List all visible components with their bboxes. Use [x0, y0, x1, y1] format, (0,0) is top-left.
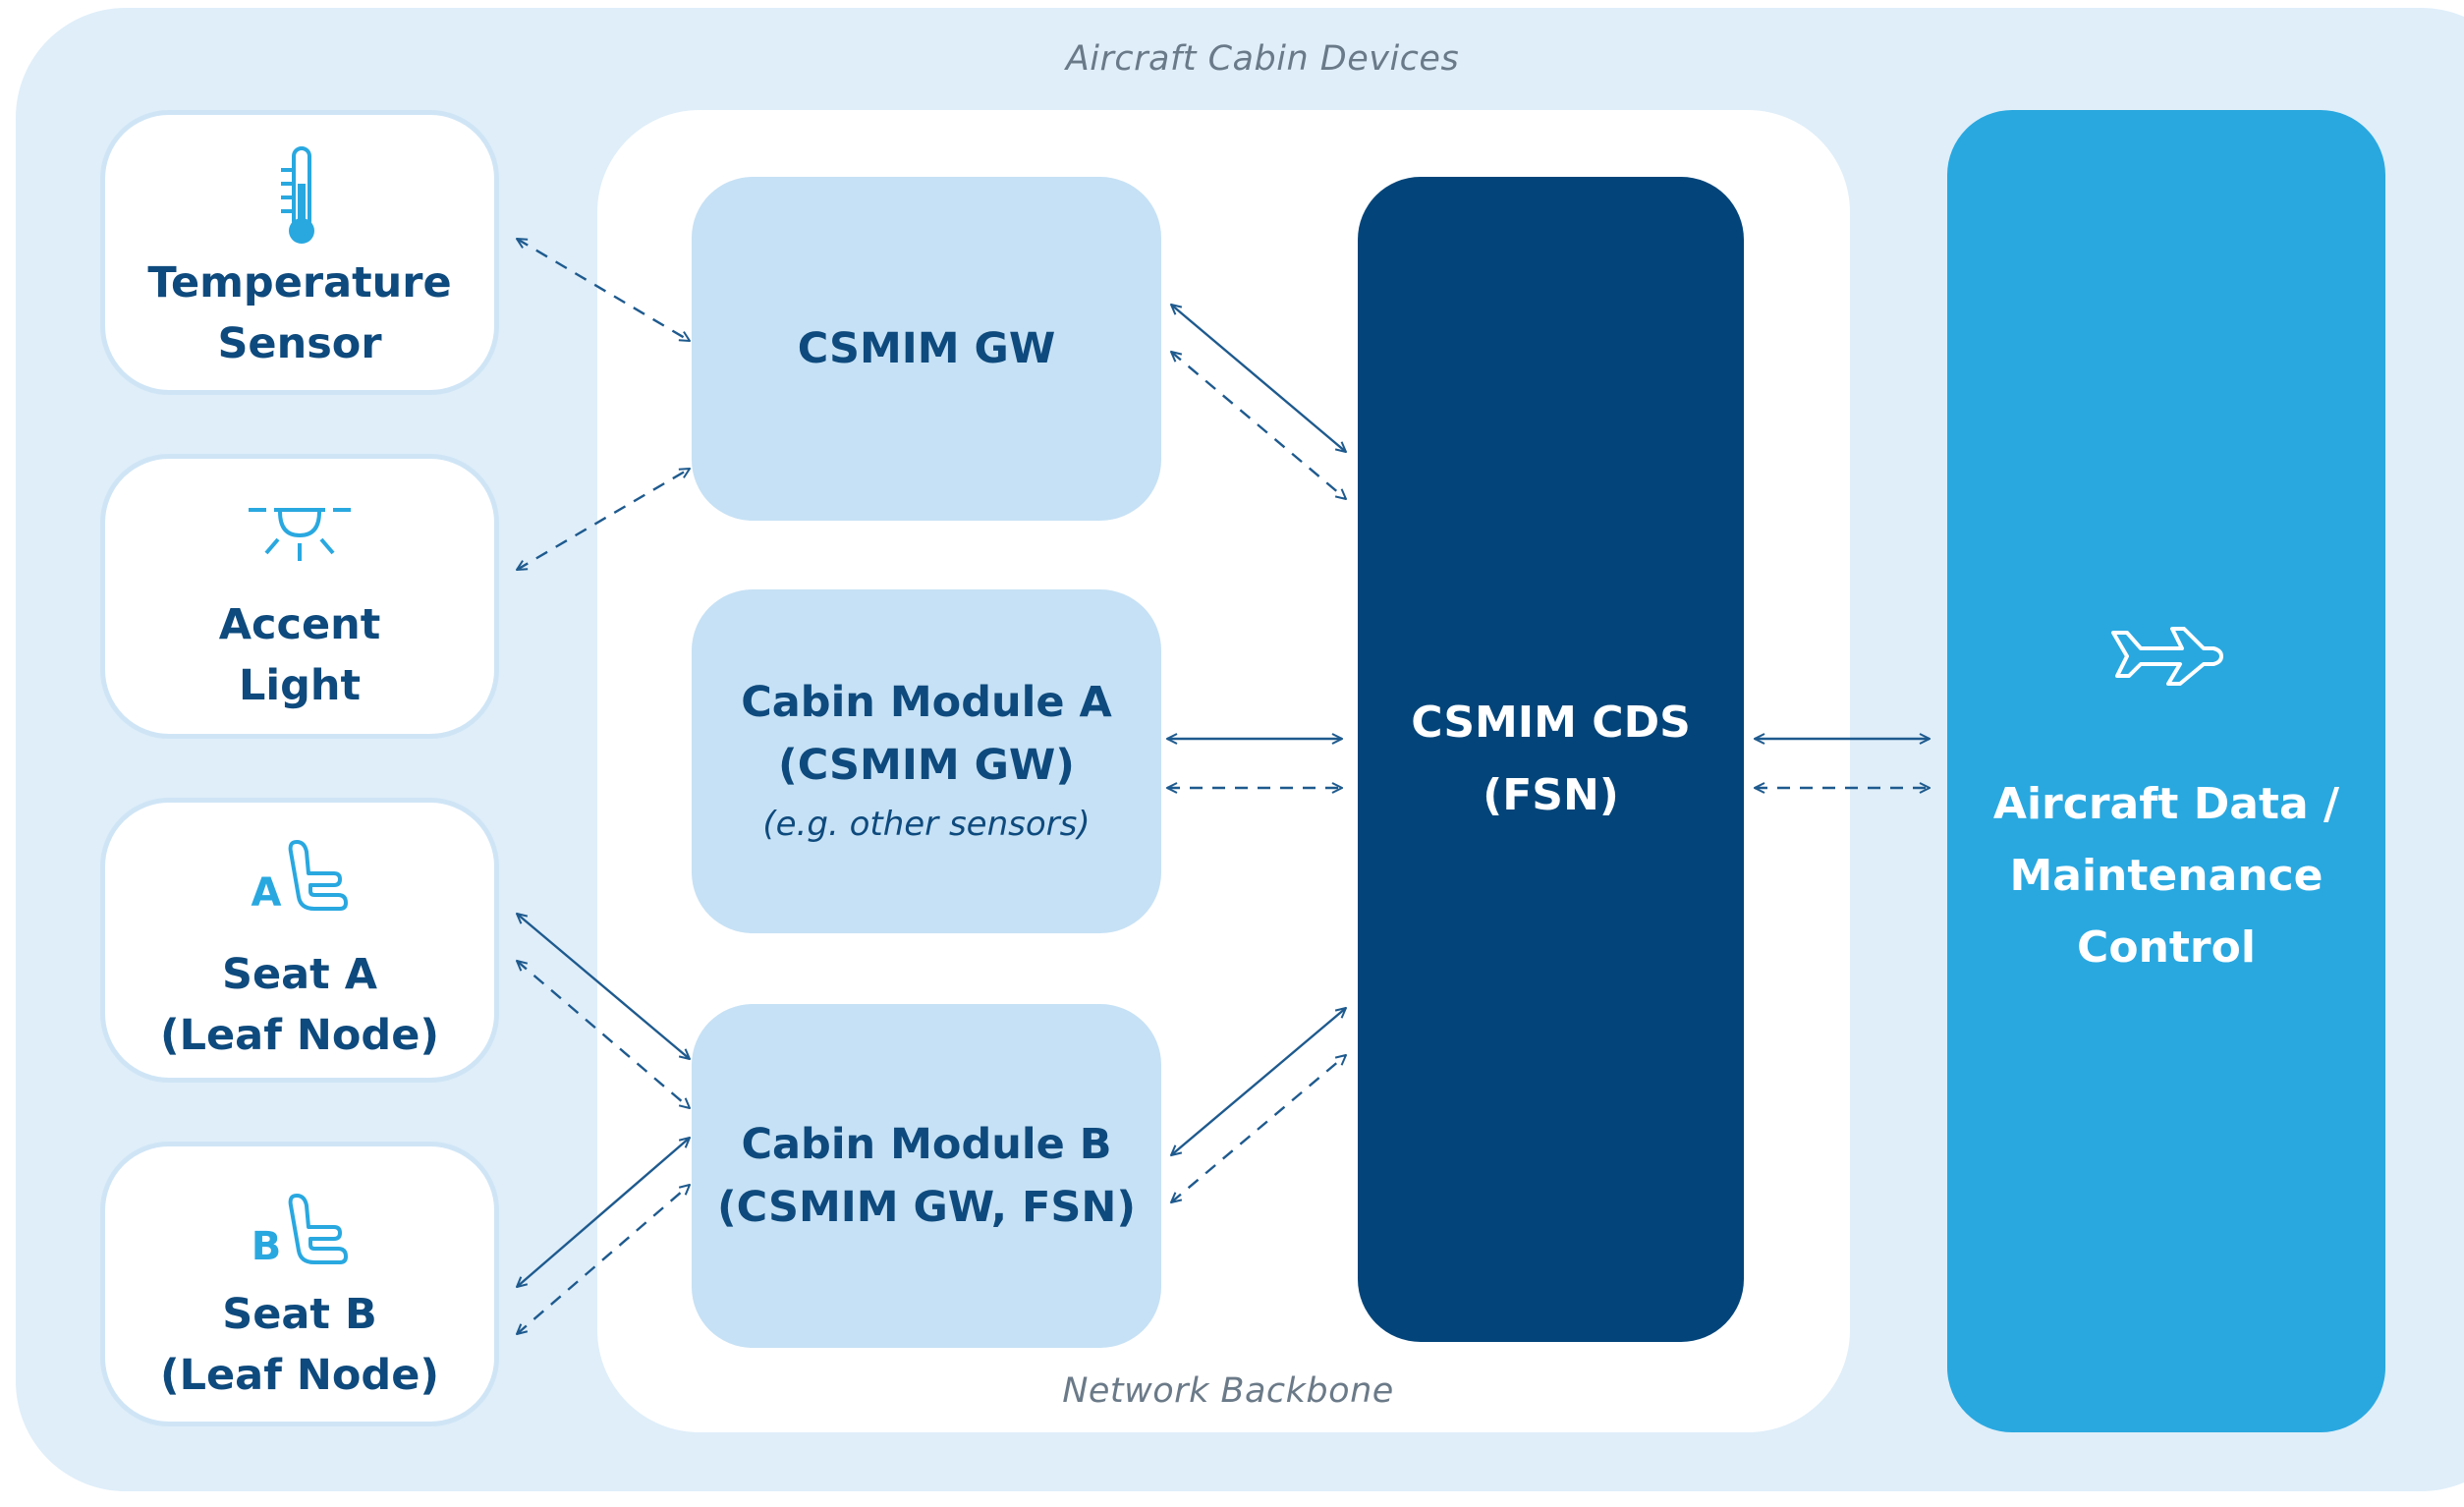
seat-badge: B — [251, 1224, 282, 1269]
device-label-line: (Leaf Node) — [159, 1011, 440, 1060]
seat-badge: A — [251, 870, 282, 916]
device-label-line: Seat A — [222, 950, 377, 999]
seat-b-node: B Seat B (Leaf Node) — [100, 1142, 499, 1426]
cabin-module-a: Cabin Module A (CSMIM GW) (e.g. other se… — [692, 589, 1161, 933]
network-backbone-caption: Network Backbone — [1062, 1371, 1394, 1411]
cabin-module-b: Cabin Module B (CSMIM GW, FSN) — [692, 1004, 1161, 1348]
module-label-line: (CSMIM GW, FSN) — [716, 1183, 1137, 1232]
device-label-line: Sensor — [217, 319, 382, 368]
csmim-cds-node: CSMIM CDS (FSN) — [1358, 177, 1744, 1342]
device-label-line: Seat B — [222, 1290, 377, 1339]
airplane-icon — [2111, 627, 2223, 686]
module-label-line: CSMIM GW — [797, 324, 1056, 373]
seat-icon — [289, 840, 349, 911]
aircraft-cabin-devices-caption: Aircraft Cabin Devices — [1065, 39, 1460, 79]
device-label-line: Accent — [218, 600, 381, 649]
device-label-line: Light — [238, 661, 362, 710]
cds-label-line: (FSN) — [1483, 770, 1619, 820]
module-label-line: Cabin Module A — [741, 678, 1112, 727]
device-label-line: (Leaf Node) — [159, 1351, 440, 1400]
seat-icon — [288, 1194, 349, 1264]
control-label-line: Control — [2077, 922, 2256, 973]
cds-label-line: CSMIM CDS — [1411, 698, 1691, 748]
module-label-line: (CSMIM GW) — [778, 741, 1075, 790]
control-label-line: Aircraft Data / — [1992, 779, 2340, 829]
seat-a-node: A Seat A (Leaf Node) — [100, 798, 499, 1083]
thermometer-icon — [281, 146, 314, 244]
accent-light-node: Accent Light — [100, 454, 499, 739]
module-label-line: Cabin Module B — [741, 1120, 1112, 1169]
csmim-gw-module: CSMIM GW — [692, 177, 1161, 521]
module-note: (e.g. other sensors) — [762, 805, 1091, 844]
aircraft-data-maintenance-control-node: Aircraft Data / Maintenance Control — [1947, 110, 2385, 1432]
control-label-line: Maintenance — [2009, 851, 2324, 901]
temperature-sensor-node: Temperature Sensor — [100, 110, 499, 395]
ceiling-light-icon — [249, 508, 351, 561]
device-label-line: Temperature — [147, 258, 452, 307]
